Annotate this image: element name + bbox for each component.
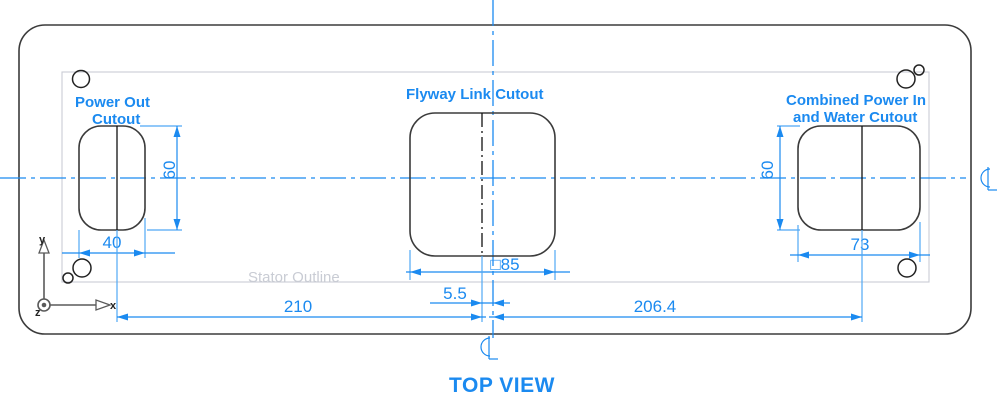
dimension-combined-height: 60 xyxy=(758,125,800,231)
power-out-cutout xyxy=(78,125,146,231)
coordinate-axis-triad: y x z xyxy=(35,234,117,319)
hole-bottom-right-large xyxy=(897,258,917,278)
hole-top-right-large xyxy=(896,69,916,89)
svg-text:210: 210 xyxy=(284,297,312,316)
dimension-combined-width: 73 xyxy=(790,222,930,262)
hole-bottom-left-small xyxy=(62,272,74,284)
callout-flyway: Flyway Link Cutout xyxy=(406,86,544,103)
hole-bottom-left-large xyxy=(72,258,92,278)
centerline-symbol-right xyxy=(980,167,997,191)
view-title: TOP VIEW xyxy=(449,374,555,397)
hole-top-right-small xyxy=(913,64,925,76)
axis-label-x: x xyxy=(110,300,117,312)
svg-text:40: 40 xyxy=(103,233,122,252)
dimension-flyway-size: □85 xyxy=(406,250,570,280)
stator-outline-rect xyxy=(61,71,930,283)
svg-text:60: 60 xyxy=(758,161,777,180)
dimension-offset-small: 5.5 xyxy=(430,284,510,307)
dimension-power-out-height: 60 xyxy=(140,125,182,231)
callout-combined-line2: and Water Cutout xyxy=(793,109,917,126)
svg-text:60: 60 xyxy=(160,161,179,180)
svg-text:73: 73 xyxy=(851,235,870,254)
svg-text:206.4: 206.4 xyxy=(634,297,677,316)
svg-text:□85: □85 xyxy=(490,255,519,274)
axis-label-z: z xyxy=(35,307,41,319)
hole-top-left-large xyxy=(71,69,91,89)
dimension-left-span: 210 xyxy=(116,230,486,322)
stator-outline-label: Stator Outline xyxy=(248,269,340,286)
callout-power-out-line2: Cutout xyxy=(92,111,140,128)
housing-outline xyxy=(18,24,972,335)
svg-text:5.5: 5.5 xyxy=(443,284,467,303)
callout-combined-line1: Combined Power In xyxy=(786,92,926,109)
centerline-symbol-bottom xyxy=(480,336,498,360)
callout-power-out-line1: Power Out xyxy=(75,94,150,111)
combined-power-water-cutout xyxy=(797,125,921,231)
dimension-power-out-width: 40 xyxy=(62,218,175,258)
axis-label-y: y xyxy=(39,234,46,246)
dimension-right-span: 206.4 xyxy=(489,230,863,322)
